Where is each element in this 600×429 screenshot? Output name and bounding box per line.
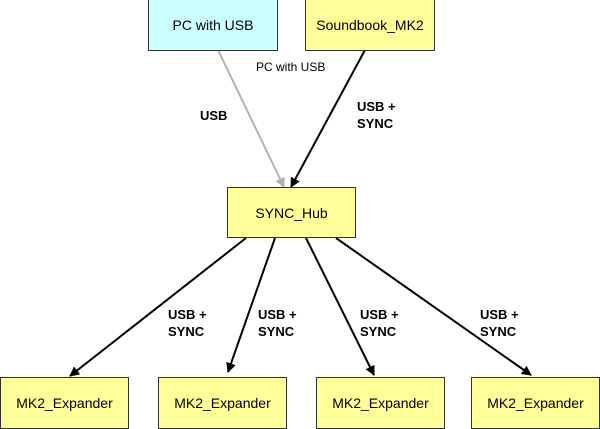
edge-label-line2: SYNC xyxy=(480,324,517,339)
edge-label-usb: USB xyxy=(200,108,228,123)
edge-hub-to-expander-2 xyxy=(226,237,276,373)
edge-label-expander-4: USB + SYNC xyxy=(480,306,519,340)
node-mk2-expander-3[interactable]: MK2_Expander xyxy=(316,377,445,429)
edge-hub-to-expander-1 xyxy=(69,237,247,377)
edge-hub-to-expander-3 xyxy=(305,237,375,376)
edge-label-line1: USB + xyxy=(480,307,519,322)
edge-label-expander-1: USB + SYNC xyxy=(168,306,207,340)
edge-label-line1: USB + xyxy=(258,307,297,322)
annotation-pc-with-usb: PC with USB xyxy=(256,60,326,74)
edge-hub-to-expander-4 xyxy=(335,237,532,376)
edge-soundbook-to-hub xyxy=(290,49,366,188)
edge-label-line2: SYNC xyxy=(168,324,205,339)
edge-label-line1: USB + xyxy=(357,99,396,114)
edge-label-line1: USB + xyxy=(168,307,207,322)
edge-label-expander-2: USB + SYNC xyxy=(258,306,297,340)
node-mk2-expander-2[interactable]: MK2_Expander xyxy=(158,377,287,429)
edge-label-expander-3: USB + SYNC xyxy=(360,306,399,340)
edge-label-line2: SYNC xyxy=(360,324,397,339)
node-mk2-expander-4[interactable]: MK2_Expander xyxy=(471,377,600,429)
node-sync-hub[interactable]: SYNC_Hub xyxy=(227,187,356,238)
edge-label-soundbook: USB + SYNC xyxy=(357,98,396,132)
edge-pc-to-hub xyxy=(217,49,285,188)
edge-label-line2: SYNC xyxy=(258,324,295,339)
node-soundbook-mk2[interactable]: Soundbook_MK2 xyxy=(305,0,435,51)
node-pc-with-usb[interactable]: PC with USB xyxy=(148,0,278,51)
edge-label-line2: SYNC xyxy=(357,116,394,131)
node-mk2-expander-1[interactable]: MK2_Expander xyxy=(0,377,129,429)
edge-label-line1: USB + xyxy=(360,307,399,322)
